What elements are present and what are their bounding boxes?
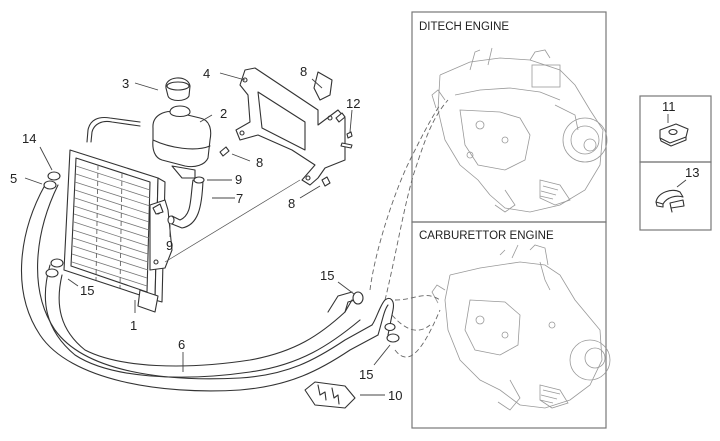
clamp-9-radiator xyxy=(167,215,175,225)
carburettor-panel-frame xyxy=(411,221,607,429)
engine-reference-lines xyxy=(369,99,449,358)
callout-8-bracket-top: 8 xyxy=(300,64,307,79)
screw-8-top xyxy=(335,112,346,123)
clamp-15-radiator xyxy=(50,258,64,268)
callout-5-hose-left: 5 xyxy=(10,171,17,186)
callout-14-radiator-clamp: 14 xyxy=(22,131,36,146)
hose-clip xyxy=(304,381,356,409)
callout-15-engine-upper: 15 xyxy=(320,268,334,283)
speed-nut-icon xyxy=(659,123,689,147)
ditech-panel-frame xyxy=(411,11,607,223)
carburettor-engine-drawing xyxy=(431,244,611,411)
callout-leaders xyxy=(24,72,391,396)
ditech-engine-panel: DITECH ENGINE xyxy=(411,11,608,223)
clamp-9-tank xyxy=(193,176,205,184)
half-clip-icon xyxy=(655,189,685,213)
ditech-engine-drawing xyxy=(431,47,608,213)
callout-3-tank-cap: 3 xyxy=(122,76,129,91)
callout-9-radiator-clamp: 9 xyxy=(166,238,173,253)
hose-clamps xyxy=(43,171,400,343)
callout-9-tank-clamp: 9 xyxy=(235,172,242,187)
callout-1-radiator: 1 xyxy=(130,318,137,333)
pin-12-nut xyxy=(346,131,353,139)
callout-13: 13 xyxy=(685,165,699,180)
detail-box-part-11: 11 xyxy=(639,95,712,163)
radiator-fins xyxy=(71,165,151,287)
screws xyxy=(219,112,353,187)
screw-8-bottom xyxy=(321,176,331,187)
tank-cap xyxy=(165,77,191,102)
carburettor-engine-panel: CARBURETTOR ENGINE xyxy=(411,221,611,429)
carburettor-panel-title: CARBURETTOR ENGINE xyxy=(419,230,554,242)
hose-end-engine xyxy=(384,322,396,332)
callout-8-bracket-bottom: 8 xyxy=(288,196,295,211)
callout-15-radiator-bottom: 15 xyxy=(80,283,94,298)
ditech-panel-title: DITECH ENGINE xyxy=(419,21,509,33)
callout-11: 11 xyxy=(662,99,676,114)
clamp-15-engine-upper xyxy=(352,291,364,305)
callout-6-hose-main: 6 xyxy=(178,337,185,352)
pin-12 xyxy=(340,142,353,149)
detail-box-13-frame xyxy=(639,161,712,231)
expansion-tank xyxy=(86,105,212,179)
tank-hose xyxy=(167,176,205,229)
callout-labels: 1 2 3 4 5 6 7 8 8 8 9 9 10 12 14 15 15 1… xyxy=(10,64,402,403)
hose-main-6 xyxy=(21,184,394,392)
clamp-15-radiator-b xyxy=(45,268,59,278)
callout-4-mounting-bracket: 4 xyxy=(203,66,210,81)
radiator xyxy=(63,149,173,313)
callout-8-tank-screw: 8 xyxy=(256,155,263,170)
callout-7-tank-hose: 7 xyxy=(236,191,243,206)
clamp-14 xyxy=(47,171,61,181)
detail-box-part-13: 13 xyxy=(639,161,712,231)
screw-8-tank xyxy=(219,146,230,157)
callout-10-hose-clip: 10 xyxy=(388,388,402,403)
clamp-15-engine-lower xyxy=(386,333,400,343)
clamp-5-end xyxy=(43,180,57,190)
callout-2-expansion-tank: 2 xyxy=(220,106,227,121)
callout-15-engine-lower: 15 xyxy=(359,367,373,382)
mounting-bracket xyxy=(235,67,346,186)
callout-12-bracket-pin: 12 xyxy=(346,96,360,111)
